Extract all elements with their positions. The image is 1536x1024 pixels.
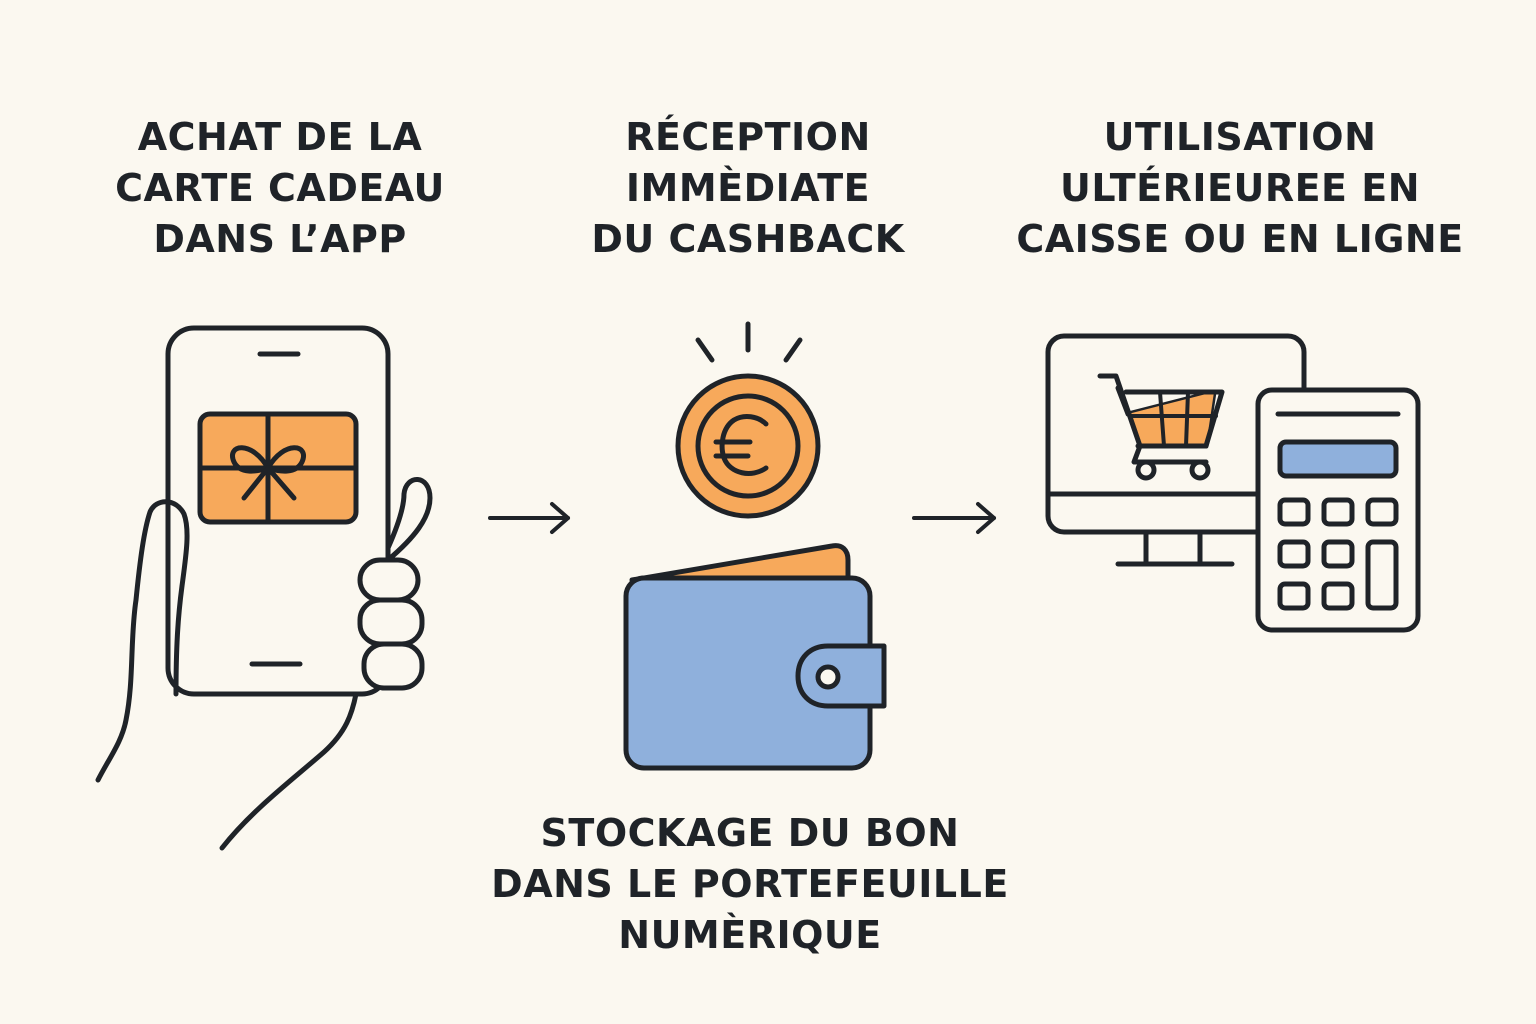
step-1-title-line: DANS L’APP: [153, 217, 407, 261]
step-3-title-line: UTILISATION: [1103, 115, 1377, 159]
step-3-title-line: ULTÉRIEUREE EN: [1059, 166, 1421, 210]
step-1-title-line: ACHAT DE LA: [137, 115, 423, 159]
step-2-title-line: IMMÈDIATE: [625, 166, 871, 210]
arrow-right-icon: [912, 502, 996, 534]
wallet-icon: [623, 543, 887, 771]
step-1-title-line: CARTE CADEAU: [115, 166, 445, 210]
euro-coin-icon: [675, 321, 821, 519]
step-1-title: ACHAT DE LA CARTE CADEAU DANS L’APP: [80, 112, 480, 265]
hand-holding-phone-icon: [95, 325, 433, 851]
wallet-caption-line: STOCKAGE DU BON: [540, 811, 960, 855]
gift-card-icon: [197, 411, 359, 525]
shopping-cart-icon: [1097, 373, 1225, 481]
wallet-caption-line: DANS LE PORTEFEUILLE: [491, 862, 1009, 906]
wallet-caption: STOCKAGE DU BON DANS LE PORTEFEUILLE NUM…: [470, 808, 1030, 961]
step-2-title-line: DU CASHBACK: [591, 217, 905, 261]
step-3-title: UTILISATION ULTÉRIEUREE EN CAISSE OU EN …: [1000, 112, 1480, 265]
step-2-title-line: RÉCEPTION: [625, 115, 871, 159]
calculator-icon: [1255, 387, 1421, 633]
step-2-title: RÉCEPTION IMMÈDIATE DU CASHBACK: [548, 112, 948, 265]
arrow-right-icon: [488, 502, 570, 534]
wallet-caption-line: NUMÈRIQUE: [618, 913, 882, 957]
step-3-title-line: CAISSE OU EN LIGNE: [1016, 217, 1464, 261]
